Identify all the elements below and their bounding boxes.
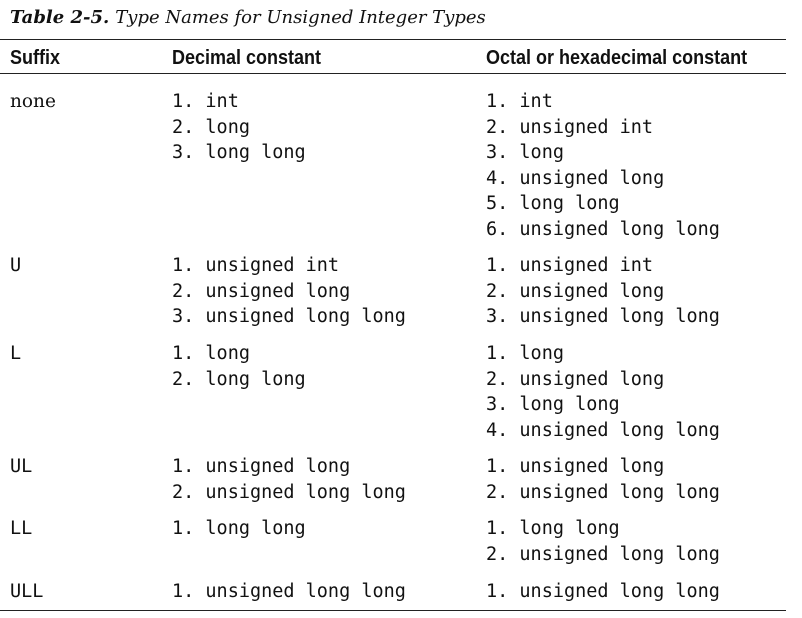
decimal-item: 2. long	[172, 116, 250, 138]
decimal-cell: 1. int 2. long 3. long long	[172, 89, 306, 166]
octal-hex-item: 1. unsigned long long	[486, 581, 720, 602]
decimal-cell: 1. unsigned long long	[172, 579, 406, 605]
octal-hex-item: 3. unsigned long long	[486, 306, 720, 328]
header-octal-hex-constant: Octal or hexadecimal constant	[486, 47, 748, 69]
suffix-cell: L	[10, 343, 22, 364]
octal-hex-item: 1. unsigned int	[486, 255, 654, 276]
decimal-item: 2. unsigned long	[172, 280, 351, 302]
octal-hex-item: 3. long	[486, 142, 564, 164]
decimal-item: 1. unsigned long	[172, 456, 351, 477]
decimal-item: 3. long long	[172, 142, 306, 164]
octal-hex-item: 1. long	[486, 343, 564, 364]
suffix-cell: UL	[10, 456, 33, 477]
decimal-cell: 1. unsigned int 2. unsigned long 3. unsi…	[172, 253, 406, 330]
decimal-item: 1. unsigned long long	[172, 581, 406, 602]
decimal-cell: 1. long long	[172, 516, 306, 542]
table-header-rule	[0, 73, 786, 74]
octal-hex-item: 3. long long	[486, 394, 620, 416]
table-caption-title: Type Names for Unsigned Integer Types	[115, 7, 486, 28]
octal-hex-cell: 1. unsigned long 2. unsigned long long	[486, 454, 720, 505]
decimal-item: 1. int	[172, 91, 239, 112]
decimal-cell: 1. long 2. long long	[172, 341, 306, 392]
suffix-cell: LL	[10, 518, 33, 539]
octal-hex-cell: 1. long 2. unsigned long 3. long long 4.…	[486, 341, 720, 443]
octal-hex-item: 2. unsigned long	[486, 368, 665, 390]
octal-hex-item: 5. long long	[486, 193, 620, 215]
octal-hex-item: 4. unsigned long long	[486, 419, 720, 441]
suffix-cell: U	[10, 255, 22, 276]
decimal-item: 1. long long	[172, 518, 306, 539]
decimal-item: 2. unsigned long long	[172, 481, 406, 503]
header-decimal-constant: Decimal constant	[172, 47, 322, 69]
octal-hex-item: 2. unsigned int	[486, 116, 654, 138]
table-caption-label: Table 2-5.	[10, 7, 110, 28]
decimal-item: 2. long long	[172, 368, 306, 390]
suffix-cell: ULL	[10, 581, 44, 602]
octal-hex-item: 2. unsigned long long	[486, 481, 720, 503]
octal-hex-item: 1. unsigned long	[486, 456, 665, 477]
table-bottom-rule	[0, 610, 786, 611]
decimal-item: 1. long	[172, 343, 250, 364]
table-top-rule	[0, 39, 786, 40]
octal-hex-item: 2. unsigned long	[486, 280, 665, 302]
octal-hex-cell: 1. long long 2. unsigned long long	[486, 516, 720, 567]
octal-hex-cell: 1. unsigned long long	[486, 579, 720, 605]
octal-hex-item: 6. unsigned long long	[486, 218, 720, 240]
octal-hex-item: 1. long long	[486, 518, 620, 539]
suffix-cell: none	[10, 91, 56, 112]
octal-hex-cell: 1. int 2. unsigned int 3. long 4. unsign…	[486, 89, 720, 243]
decimal-item: 1. unsigned int	[172, 255, 340, 276]
octal-hex-cell: 1. unsigned int 2. unsigned long 3. unsi…	[486, 253, 720, 330]
octal-hex-item: 2. unsigned long long	[486, 543, 720, 565]
octal-hex-item: 4. unsigned long	[486, 167, 665, 189]
header-suffix: Suffix	[10, 47, 61, 69]
decimal-item: 3. unsigned long long	[172, 306, 406, 328]
table-caption: Table 2-5.Type Names for Unsigned Intege…	[10, 5, 486, 31]
octal-hex-item: 1. int	[486, 91, 553, 112]
decimal-cell: 1. unsigned long 2. unsigned long long	[172, 454, 406, 505]
